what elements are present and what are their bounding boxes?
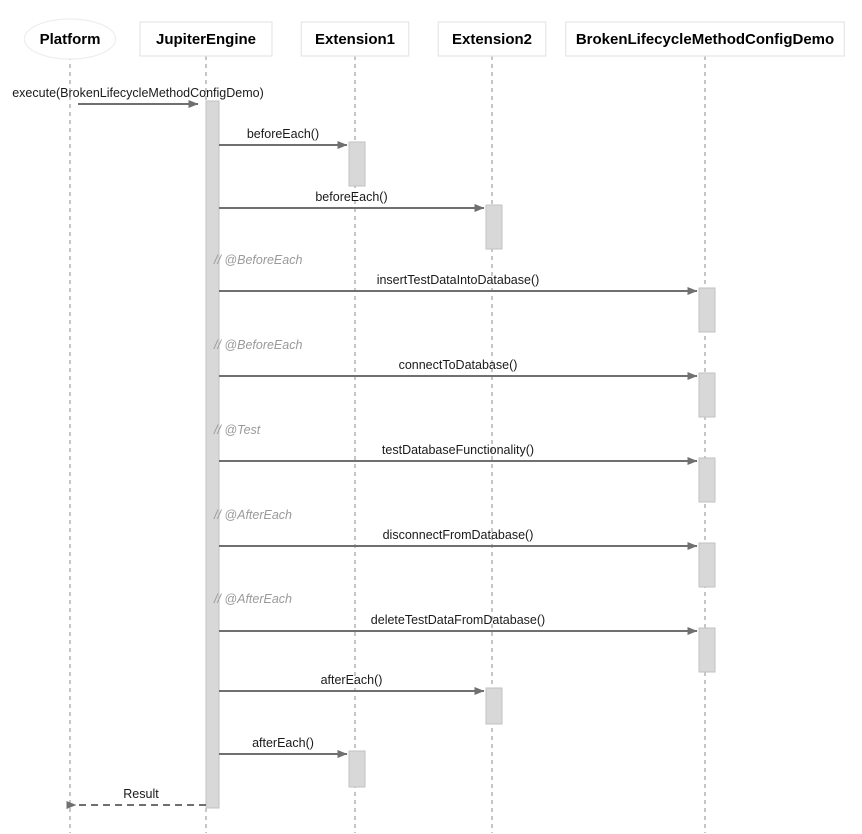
message-label: testDatabaseFunctionality() — [382, 443, 534, 457]
participants-group: Platform JupiterEngine Extension1 Extension… — [23, 18, 845, 60]
message-3: insertTestDataIntoDatabase() — [219, 273, 698, 295]
participant-shape-rect — [300, 21, 410, 57]
activation-bar-demo — [698, 627, 716, 673]
activation-bar-ext2 — [485, 687, 503, 725]
activation-bar-ext1 — [348, 750, 366, 788]
participant-shape-rect — [139, 21, 273, 57]
message-label: connectToDatabase() — [399, 358, 518, 372]
note-comment-2: // @Test — [213, 423, 261, 437]
activation-bar-jupiter — [205, 100, 220, 809]
messages-group: execute(BrokenLifecycleMethodConfigDemo)… — [12, 86, 698, 809]
message-label: afterEach() — [321, 673, 383, 687]
participant-shape-rect — [437, 21, 547, 57]
note-comment-3: // @AfterEach — [213, 508, 292, 522]
message-label: insertTestDataIntoDatabase() — [377, 273, 540, 287]
participant-label-jupiter: JupiterEngine — [156, 31, 256, 48]
participant-jupiter[interactable]: JupiterEngine — [139, 21, 273, 57]
activation-bar-ext1 — [348, 141, 366, 187]
message-10: Result — [66, 787, 206, 809]
message-9: afterEach() — [219, 736, 348, 758]
message-label: execute(BrokenLifecycleMethodConfigDemo) — [12, 86, 264, 100]
activation-bar-demo — [698, 372, 716, 418]
message-label: deleteTestDataFromDatabase() — [371, 613, 545, 627]
participant-platform[interactable]: Platform — [23, 18, 117, 60]
activations-group — [205, 100, 716, 809]
participant-demo[interactable]: BrokenLifecycleMethodConfigDemo — [565, 21, 845, 57]
participant-ext2[interactable]: Extension2 — [437, 21, 547, 57]
message-7: deleteTestDataFromDatabase() — [219, 613, 698, 635]
message-label: disconnectFromDatabase() — [383, 528, 534, 542]
message-label: beforeEach() — [315, 190, 387, 204]
message-4: connectToDatabase() — [219, 358, 698, 380]
message-8: afterEach() — [219, 673, 485, 695]
message-label: Result — [123, 787, 159, 801]
message-label: afterEach() — [252, 736, 314, 750]
activation-bar-demo — [698, 457, 716, 503]
participant-ext1[interactable]: Extension1 — [300, 21, 410, 57]
activation-bar-demo — [698, 287, 716, 333]
participant-shape-rect — [565, 21, 845, 57]
activation-bar-ext2 — [485, 204, 503, 250]
participant-label-demo: BrokenLifecycleMethodConfigDemo — [576, 31, 834, 48]
message-0: execute(BrokenLifecycleMethodConfigDemo) — [12, 86, 264, 108]
note-comment-4: // @AfterEach — [213, 592, 292, 606]
participant-shape-ellipse — [23, 18, 117, 60]
message-label: beforeEach() — [247, 127, 319, 141]
participant-label-platform: Platform — [40, 31, 101, 48]
activation-bar-demo — [698, 542, 716, 588]
message-1: beforeEach() — [219, 127, 348, 149]
note-comment-0: // @BeforeEach — [213, 253, 302, 267]
note-comment-1: // @BeforeEach — [213, 338, 302, 352]
participant-label-ext2: Extension2 — [452, 31, 532, 48]
participant-label-ext1: Extension1 — [315, 31, 395, 48]
notes-group: // @BeforeEach // @BeforeEach // @Test // @… — [213, 253, 302, 606]
message-6: disconnectFromDatabase() — [219, 528, 698, 550]
message-5: testDatabaseFunctionality() — [219, 443, 698, 465]
message-2: beforeEach() — [219, 190, 485, 212]
